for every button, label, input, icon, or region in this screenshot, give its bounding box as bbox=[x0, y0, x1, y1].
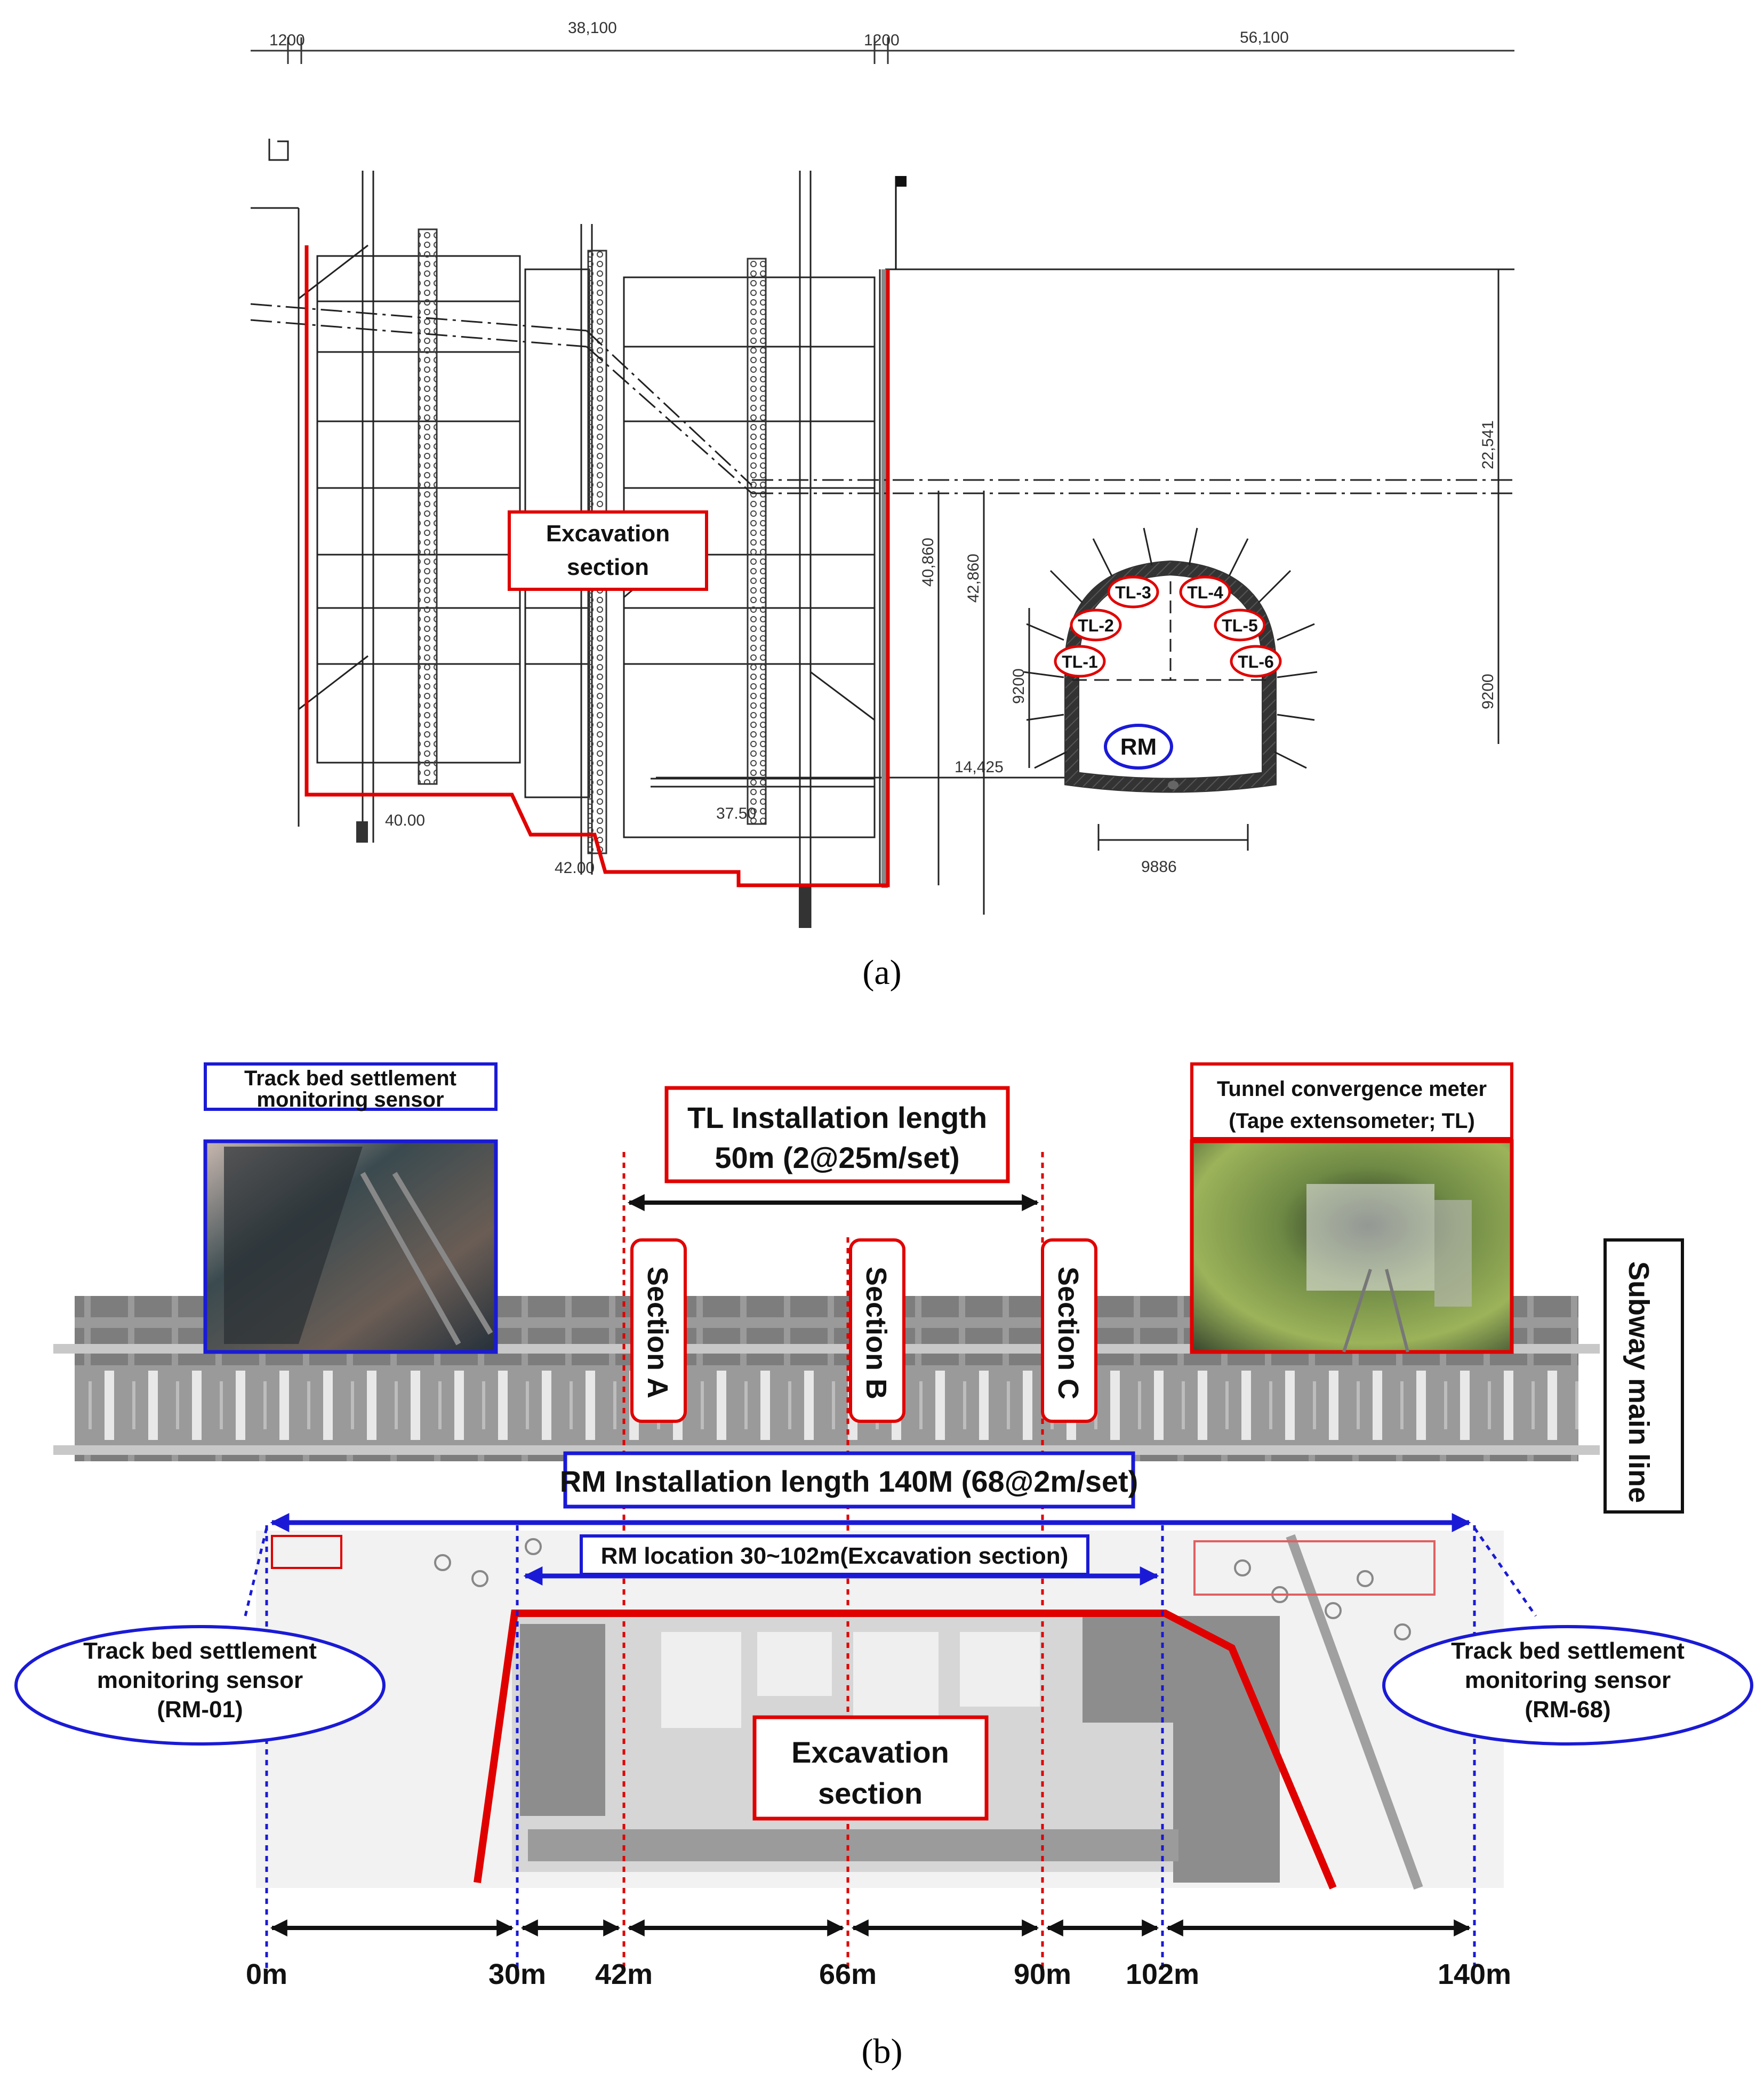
dim-40860: 40,860 bbox=[919, 538, 937, 587]
excavation-label-box-b bbox=[752, 1715, 989, 1821]
rm-label: RM bbox=[1120, 734, 1157, 760]
rail-bottom bbox=[53, 1445, 1600, 1455]
tl-1-label: TL-1 bbox=[1062, 652, 1098, 671]
dim-42860: 42,860 bbox=[965, 554, 982, 603]
dim-9200-right: 9200 bbox=[1479, 674, 1497, 709]
distance-0m: 0m bbox=[246, 1958, 287, 1990]
dim-9886: 9886 bbox=[1141, 858, 1177, 876]
distance-90m: 90m bbox=[1014, 1958, 1071, 1990]
dim-22541: 22,541 bbox=[1479, 420, 1497, 469]
tl-5-label: TL-5 bbox=[1222, 616, 1258, 635]
soil-column-1 bbox=[418, 228, 438, 785]
distance-30m: 30m bbox=[488, 1958, 546, 1990]
flag-marker bbox=[896, 176, 907, 187]
tl-2-label: TL-2 bbox=[1078, 616, 1114, 635]
level-42: 42.00 bbox=[555, 859, 595, 877]
section-b-box bbox=[849, 1238, 905, 1423]
right-photo-title-box bbox=[1190, 1062, 1513, 1140]
level-375: 37.50 bbox=[716, 805, 756, 822]
distance-140m: 140m bbox=[1438, 1958, 1511, 1990]
tl-4-marker bbox=[1179, 575, 1231, 609]
soil-column-3 bbox=[747, 258, 767, 825]
dim-1200-right: 1200 bbox=[864, 31, 900, 49]
dim-38100: 38,100 bbox=[568, 19, 617, 37]
rm-01-line2: monitoring sensor bbox=[97, 1667, 303, 1693]
rm-01-ellipse bbox=[14, 1625, 386, 1746]
dim-1200-left: 1200 bbox=[269, 31, 305, 49]
excavation-boundary-b bbox=[474, 1610, 1337, 1890]
subway-main-line-label: Subway main line bbox=[1623, 1261, 1655, 1503]
pile-toe-1 bbox=[356, 821, 368, 843]
right-photo-title-line1: Tunnel convergence meter bbox=[1217, 1077, 1487, 1101]
tunnel-cross-section bbox=[1023, 527, 1318, 793]
tl-3-marker bbox=[1107, 575, 1159, 609]
tl-6-marker bbox=[1230, 645, 1282, 678]
tl-1-marker bbox=[1054, 645, 1106, 678]
rm-marker bbox=[1104, 724, 1173, 770]
rm-install-label: RM Installation length 140M (68@2m/set) bbox=[560, 1464, 1138, 1498]
distance-66m: 66m bbox=[819, 1958, 877, 1990]
tl-install-line1: TL Installation length bbox=[687, 1101, 987, 1134]
rm-location-label: RM location 30~102m(Excavation section) bbox=[601, 1543, 1069, 1569]
panel-b: Track bed settlement monitoring sensor T… bbox=[14, 1062, 1753, 2071]
distance-42m: 42m bbox=[595, 1958, 653, 1990]
site-plan bbox=[256, 1531, 1504, 1890]
rm-68-line1: Track bed settlement bbox=[1451, 1638, 1685, 1664]
left-photo-title-line1: Track bed settlement bbox=[244, 1067, 456, 1090]
dim-56100: 56,100 bbox=[1240, 29, 1289, 46]
dim-9200-left: 9200 bbox=[1010, 668, 1028, 704]
tl-install-box bbox=[664, 1086, 1010, 1183]
left-photo-title-line2: monitoring sensor bbox=[256, 1088, 444, 1111]
tl-labels: TL-3 TL-4 TL-2 TL-5 TL-1 TL-6 RM bbox=[1054, 575, 1282, 770]
rm-install-box bbox=[563, 1451, 1135, 1509]
section-a-box bbox=[630, 1238, 687, 1423]
dim-14425: 14,425 bbox=[955, 758, 1004, 776]
excavation-label-b-line2: section bbox=[818, 1776, 923, 1810]
rm-68-line2: monitoring sensor bbox=[1465, 1667, 1671, 1693]
rm-68-line3: (RM-68) bbox=[1525, 1696, 1610, 1723]
tl-3-label: TL-3 bbox=[1115, 583, 1151, 602]
rm-01-line3: (RM-01) bbox=[157, 1696, 243, 1723]
station-dotted-lines bbox=[244, 1152, 1537, 1973]
section-c-label: Section C bbox=[1052, 1267, 1084, 1399]
rm-68-ellipse bbox=[1382, 1625, 1753, 1746]
right-photo-title-line2: (Tape extensometer; TL) bbox=[1229, 1109, 1475, 1133]
distance-102m: 102m bbox=[1126, 1958, 1199, 1990]
rm-01-line1: Track bed settlement bbox=[83, 1638, 317, 1664]
tl-4-label: TL-4 bbox=[1187, 583, 1223, 602]
left-photo-title-box bbox=[204, 1062, 498, 1111]
excavation-label-a-line2: section bbox=[567, 554, 649, 580]
level-40: 40.00 bbox=[385, 812, 425, 829]
panel-a: 1200 38,100 1200 56,100 bbox=[250, 19, 1514, 992]
excavation-boundary-a bbox=[304, 245, 890, 887]
excavation-label-a-line1: Excavation bbox=[546, 521, 670, 547]
pile-toe-3 bbox=[799, 885, 811, 928]
excavation-label-box-a bbox=[508, 510, 708, 591]
tl-6-label: TL-6 bbox=[1238, 652, 1274, 671]
subway-main-line-box bbox=[1603, 1238, 1684, 1514]
excavation-label-b-line1: Excavation bbox=[791, 1735, 949, 1769]
caption-a: (a) bbox=[862, 953, 901, 992]
tl-2-marker bbox=[1070, 609, 1122, 642]
tl-install-line2: 50m (2@25m/set) bbox=[715, 1141, 959, 1174]
section-a-label: Section A bbox=[642, 1267, 673, 1398]
section-b-label: Section B bbox=[860, 1267, 892, 1399]
caption-b: (b) bbox=[862, 2032, 903, 2071]
top-dimension-line bbox=[251, 37, 1514, 64]
section-c-box bbox=[1041, 1238, 1097, 1423]
tl-5-marker bbox=[1214, 609, 1266, 642]
